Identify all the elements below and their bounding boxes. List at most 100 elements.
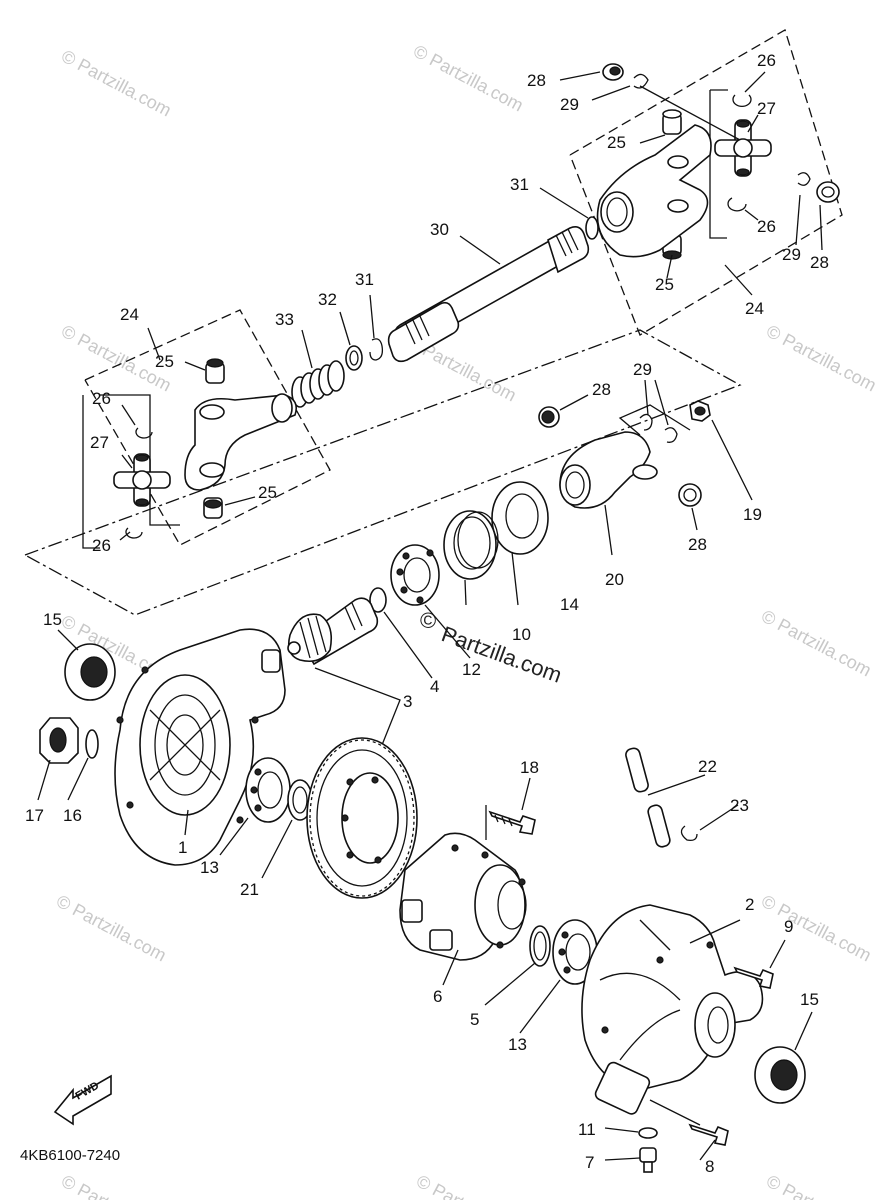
- callout-label: 7: [585, 1153, 594, 1172]
- watermark: © Partzilla.com: [58, 46, 174, 121]
- fwd-arrow: FWD: [53, 1074, 112, 1126]
- watermarks: © Partzilla.com © Partzilla.com © Partzi…: [53, 41, 878, 1200]
- watermark-center: Partzilla.com: [438, 621, 565, 688]
- u-joint-group-outline-left: [84, 309, 331, 546]
- nut-17: [39, 717, 79, 764]
- oil-seal-15: [64, 643, 116, 701]
- callout-label: 29: [633, 360, 652, 379]
- clip-23: [680, 825, 698, 842]
- bearing-cap-25: [203, 497, 223, 519]
- callout-label: 29: [560, 95, 579, 114]
- callout-label: 31: [510, 175, 529, 194]
- callout-label: 2: [745, 895, 754, 914]
- yoke-rear: [596, 124, 712, 258]
- pins-22: [625, 747, 739, 848]
- clip-29: [664, 427, 678, 443]
- callout-label: 1: [178, 838, 187, 857]
- callout-label: 17: [25, 806, 44, 825]
- u-joint-group-outline-right: [569, 29, 843, 336]
- callout-label: 32: [318, 290, 337, 309]
- bearing-cap-25: [205, 358, 225, 384]
- callout-label: 18: [520, 758, 539, 777]
- callout-label: 28: [810, 253, 829, 272]
- callout-label: 20: [605, 570, 624, 589]
- callout-label: 30: [430, 220, 449, 239]
- ring-gear-3: [306, 737, 418, 899]
- gear-case-housing-2: [581, 904, 813, 1173]
- clip-29: [797, 172, 811, 186]
- bolt-18: [488, 810, 536, 835]
- callout-label: 28: [592, 380, 611, 399]
- callout-label: 12: [462, 660, 481, 679]
- callout-label: 6: [433, 987, 442, 1006]
- bearing-13-left: [219, 757, 313, 879]
- clip-29: [633, 73, 649, 89]
- bolt-8: [688, 1123, 729, 1146]
- shim-5: [529, 925, 551, 967]
- callout-label: 23: [730, 796, 749, 815]
- circlip-26: [135, 427, 153, 439]
- callout-label: 27: [90, 433, 109, 452]
- drive-assembly-envelope: [24, 329, 742, 616]
- callout-label: 28: [527, 71, 546, 90]
- nut-19: [689, 400, 711, 422]
- callout-label: 21: [240, 880, 259, 899]
- watermark: © Partzilla.com: [58, 1171, 174, 1200]
- callout-label: 4: [430, 677, 439, 696]
- washer-11: [638, 1127, 658, 1139]
- callout-label: 15: [43, 610, 62, 629]
- clip-31: [369, 338, 384, 361]
- watermark: © Partzilla.com: [758, 891, 874, 966]
- clip-31: [585, 216, 599, 240]
- callout-label: 9: [784, 917, 793, 936]
- callout-label: 33: [275, 310, 294, 329]
- watermark: © Partzilla.com: [413, 1171, 529, 1200]
- bearing-cap-28: [678, 483, 702, 507]
- pinion-gear-3: [287, 597, 379, 666]
- callout-label: 24: [120, 305, 139, 324]
- watermark: © Partzilla.com: [763, 321, 878, 396]
- bracket-line: [618, 404, 691, 436]
- gear-case-housing-1: [37, 628, 286, 866]
- bolt-9: [733, 966, 774, 989]
- shim-4: [369, 587, 387, 613]
- group-outlines: [24, 29, 843, 616]
- watermark: © Partzilla.com: [53, 891, 169, 966]
- ring-10: [443, 510, 499, 580]
- callout-label: 3: [403, 692, 412, 711]
- part-code: 4KB6100-7240: [20, 1147, 120, 1164]
- circlip-26: [732, 94, 752, 107]
- callout-label: 22: [698, 757, 717, 776]
- callout-label: 16: [63, 806, 82, 825]
- callout-label: 26: [757, 217, 776, 236]
- yoke-front: [184, 393, 298, 491]
- circlip-26: [727, 197, 747, 212]
- oil-seal-14: [491, 481, 549, 555]
- callout-label: 27: [757, 99, 776, 118]
- center-bearings: [287, 481, 549, 751]
- watermark: © Partzilla.com: [410, 41, 526, 116]
- callout-label: 25: [655, 275, 674, 294]
- callout-label: 29: [782, 245, 801, 264]
- callout-label: 14: [560, 595, 579, 614]
- callout-label: 13: [200, 858, 219, 877]
- yoke-flange-20: [538, 379, 753, 556]
- callout-label: 8: [705, 1157, 714, 1176]
- callout-label: 26: [92, 389, 111, 408]
- bearing-cap-28: [816, 181, 840, 203]
- callout-label: 24: [745, 299, 764, 318]
- drive-shaft-30: [387, 187, 599, 363]
- differential-6: [399, 777, 536, 986]
- bearing-13-right: [484, 919, 598, 1034]
- callout-label: 19: [743, 505, 762, 524]
- o-ring-16: [85, 729, 99, 759]
- bearing-12: [390, 544, 440, 606]
- clip-29: [639, 413, 653, 431]
- watermark: © Partzilla.com: [763, 1171, 878, 1200]
- callout-label: 26: [92, 536, 111, 555]
- oil-seal-15: [754, 1046, 806, 1104]
- u-joint-assembly-right: [559, 63, 840, 296]
- callout-label: 10: [512, 625, 531, 644]
- watermark-center-symbol: ©: [420, 608, 436, 633]
